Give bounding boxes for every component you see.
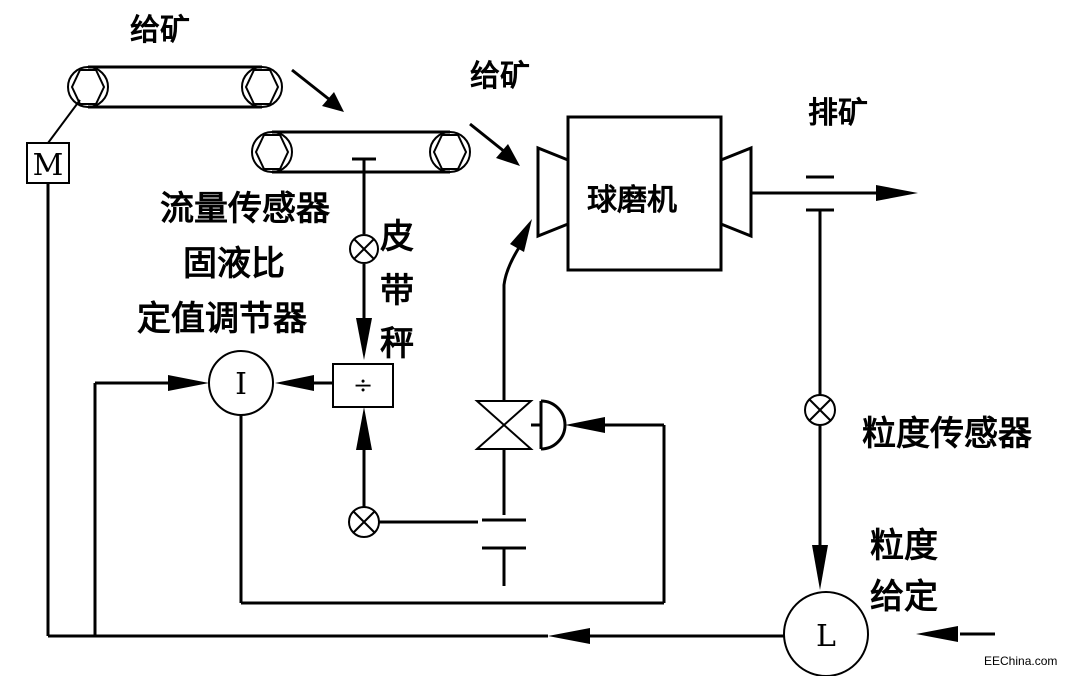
watermark: EEChina.com — [984, 654, 1057, 668]
feed-ore-label-2: 给矿 — [470, 59, 530, 94]
controller-l — [783, 591, 869, 676]
motor — [26, 99, 81, 636]
feed-arrow-1 — [291, 68, 344, 112]
motor-symbol: M — [33, 148, 64, 183]
ball-mill — [536, 115, 753, 272]
upper-feed-conveyor — [67, 65, 283, 109]
size-setpoint-label-2: 给定 — [870, 577, 938, 617]
belt-scale-label-1: 皮 — [380, 217, 414, 257]
controller-i-output — [239, 415, 666, 605]
feedback-to-controller-i — [93, 375, 209, 636]
setpoint-regulator-label: 定值调节器 — [137, 299, 308, 339]
ball-mill-label: 球磨机 — [587, 183, 677, 218]
belt-scale-label-2: 带 — [380, 271, 414, 311]
size-sensor-line — [812, 210, 828, 590]
controller-l-symbol: L — [816, 619, 836, 654]
divider-to-controller-arrow — [275, 375, 333, 391]
controller-l-output — [48, 628, 784, 644]
discharge-line — [751, 175, 918, 212]
flow-sensor-line — [356, 407, 478, 524]
divider-block — [332, 363, 394, 408]
size-setpoint-arrow — [916, 626, 995, 642]
feed-arrow-2 — [469, 122, 520, 166]
size-sensor-label: 粒度传感器 — [862, 414, 1033, 454]
water-valve — [474, 399, 567, 451]
controller-i-symbol: I — [235, 367, 247, 402]
divider-symbol: ÷ — [353, 371, 373, 399]
size-sensor-icon — [804, 394, 836, 426]
discharge-label: 排矿 — [808, 96, 868, 131]
size-setpoint-label-1: 粒度 — [870, 526, 938, 566]
flow-sensor-label: 流量传感器 — [160, 189, 331, 229]
belt-scale-line — [352, 157, 376, 360]
lower-feed-conveyor — [251, 130, 471, 174]
flow-sensor-icon — [348, 506, 380, 538]
belt-scale-label-3: 秤 — [380, 324, 414, 364]
solid-liquid-ratio-label: 固液比 — [183, 244, 285, 284]
belt-scale-sensor-icon — [349, 234, 379, 264]
feed-ore-label-1: 给矿 — [130, 13, 190, 48]
water-supply-line — [482, 219, 532, 586]
